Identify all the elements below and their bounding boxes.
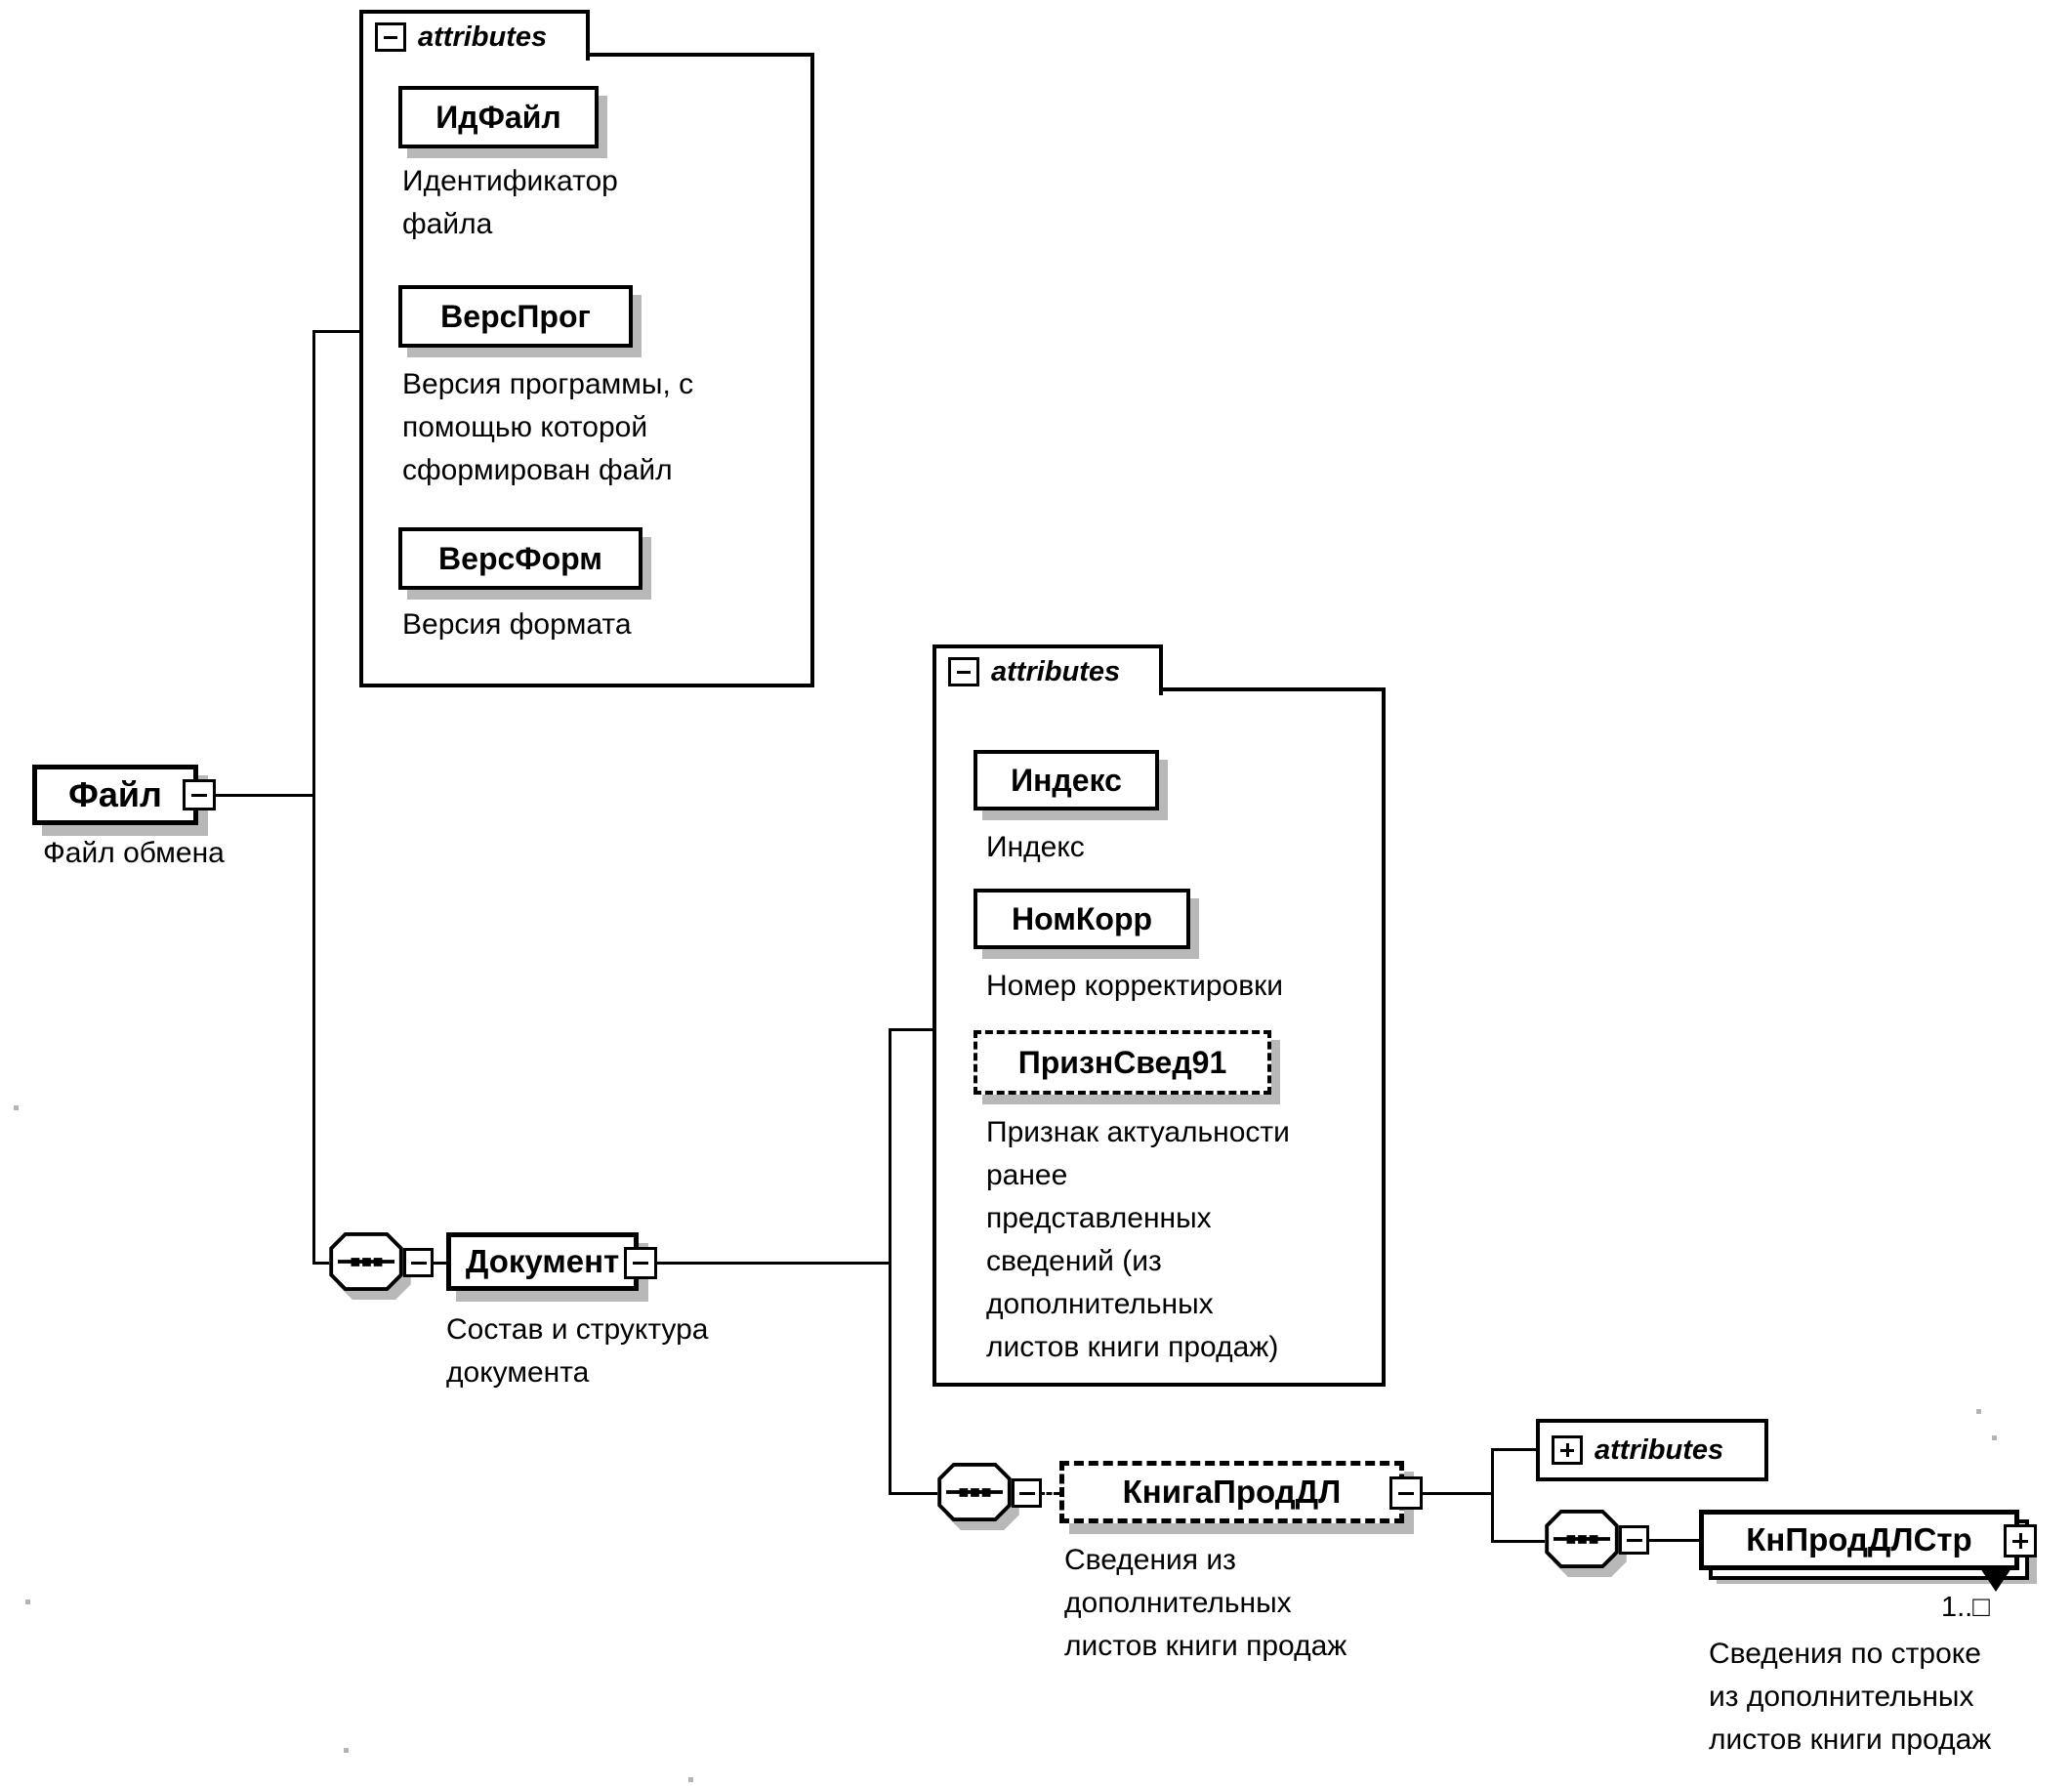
scan-speck <box>344 1748 349 1753</box>
sequence-octagon-icon <box>1545 1510 1619 1568</box>
attributes-label: attributes <box>418 21 548 53</box>
attribute-caption: Идентификатор файла <box>402 165 618 240</box>
connector-line <box>312 1262 329 1265</box>
occurrence-label: 1..□ <box>1941 1592 1990 1623</box>
element-caption: Файл обмена <box>43 837 225 869</box>
collapse-toggle[interactable] <box>403 1248 434 1277</box>
attribute-box-vers-prog[interactable]: ВерсПрог <box>398 285 633 348</box>
sequence-icon[interactable] <box>329 1232 403 1296</box>
attribute-caption: Индекс <box>986 831 1085 863</box>
collapse-icon[interactable] <box>375 22 406 52</box>
scan-speck <box>688 1777 693 1782</box>
element-box-file[interactable]: Файл <box>32 765 198 825</box>
element-name: Файл <box>68 774 162 814</box>
connector-line <box>312 330 315 1265</box>
connector-line <box>889 1028 932 1031</box>
attribute-box-index[interactable]: Индекс <box>974 750 1159 810</box>
collapse-toggle[interactable] <box>1389 1476 1423 1510</box>
attribute-caption: Версия формата <box>402 608 632 641</box>
occurrence-arrow-icon <box>1980 1568 2011 1592</box>
connector-line <box>1491 1448 1536 1451</box>
attribute-box-id-file[interactable]: ИдФайл <box>398 86 599 148</box>
element-name: КнигаПродДЛ <box>1122 1474 1342 1510</box>
sequence-icon[interactable] <box>1545 1510 1619 1573</box>
collapse-toggle[interactable] <box>624 1247 657 1279</box>
scan-speck <box>1992 1435 1997 1440</box>
connector-line <box>889 1492 937 1495</box>
attribute-name: НомКорр <box>1011 900 1153 936</box>
attributes-panel-file-top-edge <box>570 53 810 57</box>
attributes-box-kniga[interactable]: attributes <box>1536 1419 1768 1481</box>
attribute-box-prizn-sved-91[interactable]: ПризнСвед91 <box>974 1030 1271 1095</box>
attribute-box-nom-korr[interactable]: НомКорр <box>974 889 1190 949</box>
attributes-panel-document-top-edge <box>1143 687 1382 691</box>
element-box-kniga-prod-dl[interactable]: КнигаПродДЛ <box>1059 1461 1404 1523</box>
attributes-tab-file[interactable]: attributes <box>359 10 590 61</box>
element-name: КнПродДЛСтр <box>1746 1521 1972 1558</box>
attribute-name: ВерсФорм <box>438 540 602 576</box>
element-name: Документ <box>465 1243 620 1279</box>
element-box-document[interactable]: Документ <box>446 1232 639 1291</box>
element-box-kn-prod-dl-str[interactable]: КнПродДЛСтр <box>1699 1510 2019 1570</box>
connector-line <box>431 1262 446 1265</box>
scan-speck <box>14 1105 19 1110</box>
connector-line <box>1491 1540 1545 1543</box>
attribute-name: ИдФайл <box>435 99 561 135</box>
collapse-icon[interactable] <box>948 657 979 686</box>
connector-line <box>214 794 312 797</box>
collapse-toggle[interactable] <box>183 779 216 810</box>
element-caption: Состав и структура документа <box>446 1313 709 1389</box>
element-caption: Сведения из дополнительных листов книги … <box>1064 1544 1347 1662</box>
attribute-caption: Версия программы, с помощью которой сфор… <box>402 368 694 486</box>
scan-speck <box>25 1599 30 1604</box>
connector-line <box>654 1262 889 1265</box>
connector-line <box>312 330 359 333</box>
connector-line <box>1646 1539 1699 1542</box>
connector-line <box>1420 1492 1491 1495</box>
attribute-caption: Признак актуальности ранее представленны… <box>986 1116 1290 1363</box>
attribute-name: ПризнСвед91 <box>1017 1044 1227 1080</box>
attributes-label: attributes <box>991 655 1121 687</box>
sequence-octagon-icon <box>937 1463 1012 1521</box>
sequence-octagon-icon <box>329 1232 403 1291</box>
attributes-label: attributes <box>1595 1433 1724 1466</box>
attribute-caption: Номер корректировки <box>986 970 1284 1002</box>
attribute-name: Индекс <box>1011 762 1122 798</box>
expand-icon[interactable] <box>1552 1435 1583 1465</box>
attribute-box-vers-form[interactable]: ВерсФорм <box>398 527 642 590</box>
collapse-toggle[interactable] <box>1012 1478 1042 1508</box>
collapse-toggle[interactable] <box>1619 1525 1649 1555</box>
attributes-tab-document[interactable]: attributes <box>932 644 1163 695</box>
element-caption: Сведения по строке из дополнительных лис… <box>1709 1638 1992 1756</box>
sequence-icon[interactable] <box>937 1463 1012 1526</box>
attribute-name: ВерсПрог <box>440 298 591 334</box>
connector-line <box>1491 1448 1494 1543</box>
connector-line-dashed <box>1039 1492 1059 1495</box>
expand-toggle[interactable] <box>2004 1524 2037 1558</box>
connector-line <box>889 1028 891 1495</box>
scan-speck <box>1976 1409 1981 1414</box>
